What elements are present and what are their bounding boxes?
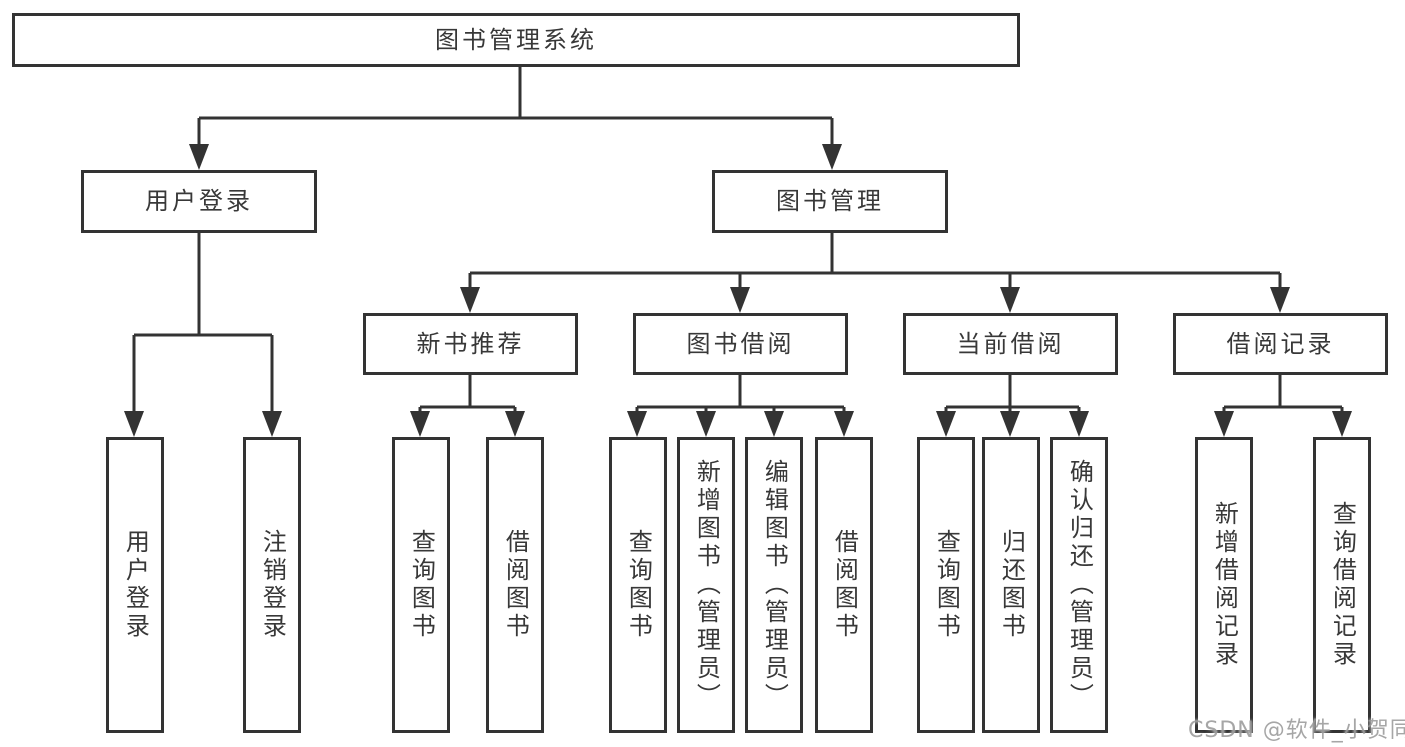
- node-leaf-edit-books-admin: 编辑图书（管理员）: [745, 437, 803, 733]
- node-borrow-records: 借阅记录: [1173, 313, 1388, 375]
- connector-root-to-level2: [189, 67, 842, 170]
- arrowhead-icon: [627, 411, 647, 437]
- arrowhead-icon: [834, 411, 854, 437]
- connector-lines: [197, 67, 834, 146]
- node-book-management: 图书管理: [712, 170, 948, 233]
- arrowhead-icon: [410, 411, 430, 437]
- arrowhead-icon: [189, 144, 209, 170]
- node-leaf-logout: 注销登录: [243, 437, 301, 733]
- connector-lines: [418, 375, 517, 413]
- node-leaf-borrow-books-recommend: 借阅图书: [486, 437, 544, 733]
- node-leaf-add-books-admin: 新增图书（管理员）: [677, 437, 735, 733]
- node-book-borrow: 图书借阅: [633, 313, 848, 375]
- connector-lines: [132, 233, 274, 413]
- connector-lines: [468, 233, 1282, 289]
- node-leaf-add-borrow-record: 新增借阅记录: [1195, 437, 1253, 733]
- arrowhead-icon: [822, 144, 842, 170]
- node-leaf-confirm-return-admin: 确认归还（管理员）: [1050, 437, 1108, 733]
- connector-borrow-to-leaves: [627, 375, 854, 437]
- node-leaf-query-books-borrow: 查询图书: [609, 437, 667, 733]
- arrowhead-icon: [1000, 287, 1020, 313]
- arrowhead-icon: [730, 287, 750, 313]
- csdn-watermark: CSDN @软件_小贺同学: [1188, 718, 1405, 743]
- connector-current-to-leaves: [936, 375, 1089, 437]
- arrowhead-icon: [936, 411, 956, 437]
- node-current-borrow: 当前借阅: [903, 313, 1118, 375]
- arrowhead-icon: [1000, 411, 1020, 437]
- arrowhead-icon: [1069, 411, 1089, 437]
- node-leaf-query-books-recommend: 查询图书: [392, 437, 450, 733]
- connector-login-to-leaves: [124, 233, 282, 437]
- arrowhead-icon: [1270, 287, 1290, 313]
- node-leaf-query-borrow-record: 查询借阅记录: [1313, 437, 1371, 733]
- connector-mgmt-to-level3: [460, 233, 1290, 313]
- connector-lines: [1222, 375, 1344, 413]
- node-leaf-query-books-current: 查询图书: [917, 437, 975, 733]
- arrowhead-icon: [262, 411, 282, 437]
- arrowhead-icon: [505, 411, 525, 437]
- arrowhead-icon: [1332, 411, 1352, 437]
- arrowhead-icon: [764, 411, 784, 437]
- arrowhead-icon: [460, 287, 480, 313]
- connector-lines: [635, 375, 846, 413]
- node-leaf-return-books: 归还图书: [982, 437, 1040, 733]
- node-leaf-borrow-books-borrow: 借阅图书: [815, 437, 873, 733]
- arrowhead-icon: [696, 411, 716, 437]
- node-new-book-recommend: 新书推荐: [363, 313, 578, 375]
- node-leaf-user-login: 用户登录: [106, 437, 164, 733]
- arrowhead-icon: [1214, 411, 1234, 437]
- connector-recommend-to-leaves: [410, 375, 525, 437]
- arrowhead-icon: [124, 411, 144, 437]
- connector-records-to-leaves: [1214, 375, 1352, 437]
- node-root: 图书管理系统: [12, 13, 1020, 67]
- connector-lines: [944, 375, 1081, 413]
- node-user-login: 用户登录: [81, 170, 317, 233]
